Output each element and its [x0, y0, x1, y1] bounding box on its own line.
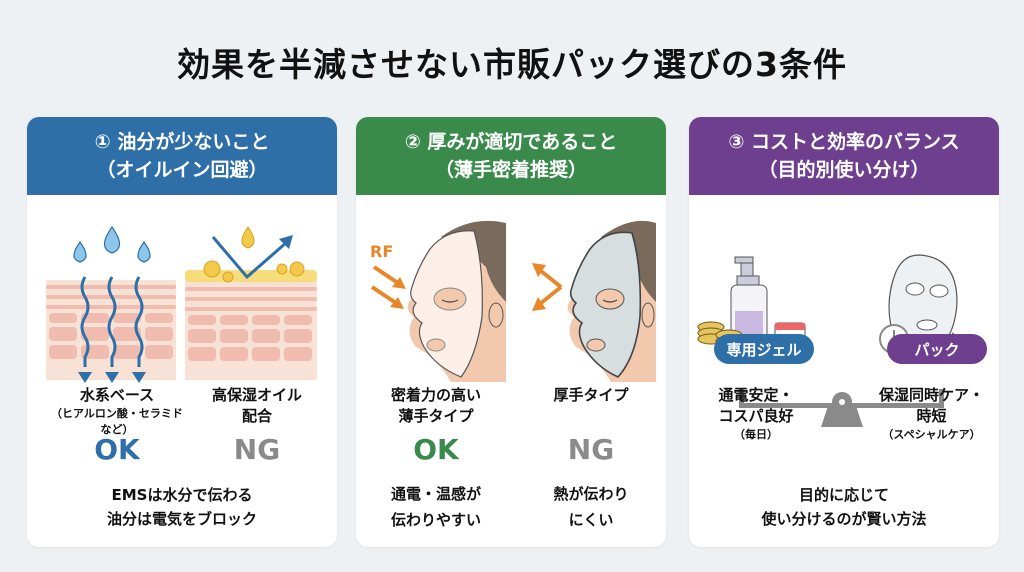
- card-header: ② 厚みが適切であること （薄手密着推奨）: [356, 117, 666, 195]
- water-base-examples: （ヒアルロン酸・セラミドなど）: [51, 407, 183, 436]
- skin-penetration-illustration: [46, 225, 317, 383]
- ng-verdict: NG: [233, 433, 281, 466]
- card-header: ① 油分が少ないこと （オイルイン回避）: [27, 117, 337, 195]
- pack-benefits: 保湿同時ケア・ 時短 （スペシャルケア）: [864, 385, 999, 443]
- mask-thickness-illustration: RF: [370, 220, 656, 382]
- card-oil-content: ① 油分が少ないこと （オイルイン回避）: [27, 117, 337, 547]
- oil-blend-line1: 高保湿オイル: [211, 386, 302, 404]
- pack-usage-frequency: （スペシャルケア）: [882, 428, 981, 441]
- card-header: ③ コストと効率のバランス （目的別使い分け）: [689, 117, 999, 195]
- ok-verdict: OK: [413, 433, 459, 466]
- footer-line1: EMSは水分で伝わる: [111, 486, 253, 504]
- oil-blend-label: 高保湿オイル 配合: [192, 385, 322, 427]
- gel-usage-frequency: （毎日）: [734, 428, 778, 441]
- gel-benefit-line2: コスパ良好: [718, 407, 794, 425]
- card-header-subtitle: （目的別使い分け）: [758, 159, 930, 181]
- water-base-skin-icon: [46, 225, 176, 383]
- card-header-subtitle: （薄手密着推奨）: [434, 159, 587, 181]
- thick-desc-line2: にくい: [568, 511, 614, 529]
- footer-line2: 油分は電気をブロック: [106, 510, 257, 528]
- thin-type-line1: 密着力の高い: [390, 386, 481, 404]
- card-header-subtitle: （オイルイン回避）: [96, 159, 268, 181]
- card-header-title: ② 厚みが適切であること: [404, 131, 618, 153]
- thick-desc-line1: 熱が伝わり: [553, 485, 629, 503]
- thin-desc-line2: 伝わりやすい: [390, 511, 481, 529]
- oil-blend-line2: 配合: [241, 407, 272, 425]
- ok-verdict: OK: [94, 433, 140, 466]
- footer-line1: 目的に応じて: [798, 486, 889, 504]
- card-header-title: ① 油分が少ないこと: [94, 131, 270, 153]
- gel-pill-label: 専用ジェル: [714, 334, 814, 364]
- thick-type-description: 熱が伝わり にくい: [521, 481, 661, 533]
- thin-desc-line1: 通電・温感が: [390, 485, 481, 503]
- thin-type-label: 密着力の高い 薄手タイプ: [366, 385, 506, 427]
- card-cost-balance: ③ コストと効率のバランス （目的別使い分け）: [689, 117, 999, 547]
- thick-mask-face-icon: [532, 220, 656, 382]
- thick-type-label: 厚手タイプ: [553, 386, 629, 404]
- ng-verdict: NG: [567, 433, 615, 466]
- balance-scale-icon: [739, 389, 944, 427]
- water-base-title: 水系ベース: [79, 386, 155, 404]
- pack-benefit-line2: 時短: [916, 407, 947, 425]
- card-header-title: ③ コストと効率のバランス: [728, 131, 960, 153]
- card-footer-note: EMSは水分で伝わる 油分は電気をブロック: [27, 483, 337, 531]
- thin-mask-face-icon: RF: [370, 220, 506, 382]
- page-title: 効果を半減させない市販パック選びの3条件: [177, 45, 847, 84]
- rf-label: RF: [370, 242, 393, 261]
- card-thickness: ② 厚みが適切であること （薄手密着推奨） RF: [356, 117, 666, 547]
- pack-pill-label: パック: [887, 334, 987, 364]
- pack-benefit-line1: 保湿同時ケア・: [878, 386, 984, 404]
- card-footer-note: 目的に応じて 使い分けるのが賢い方法: [689, 483, 999, 531]
- water-base-label: 水系ベース （ヒアルロン酸・セラミドなど）: [47, 385, 187, 438]
- footer-line2: 使い分けるのが賢い方法: [761, 510, 927, 528]
- oil-blocked-skin-icon: [185, 226, 317, 380]
- thin-type-description: 通電・温感が 伝わりやすい: [366, 481, 506, 533]
- thin-type-line2: 薄手タイプ: [398, 407, 474, 425]
- gel-benefit-line1: 通電安定・: [718, 386, 794, 404]
- gel-benefits: 通電安定・ コスパ良好 （毎日）: [691, 385, 821, 443]
